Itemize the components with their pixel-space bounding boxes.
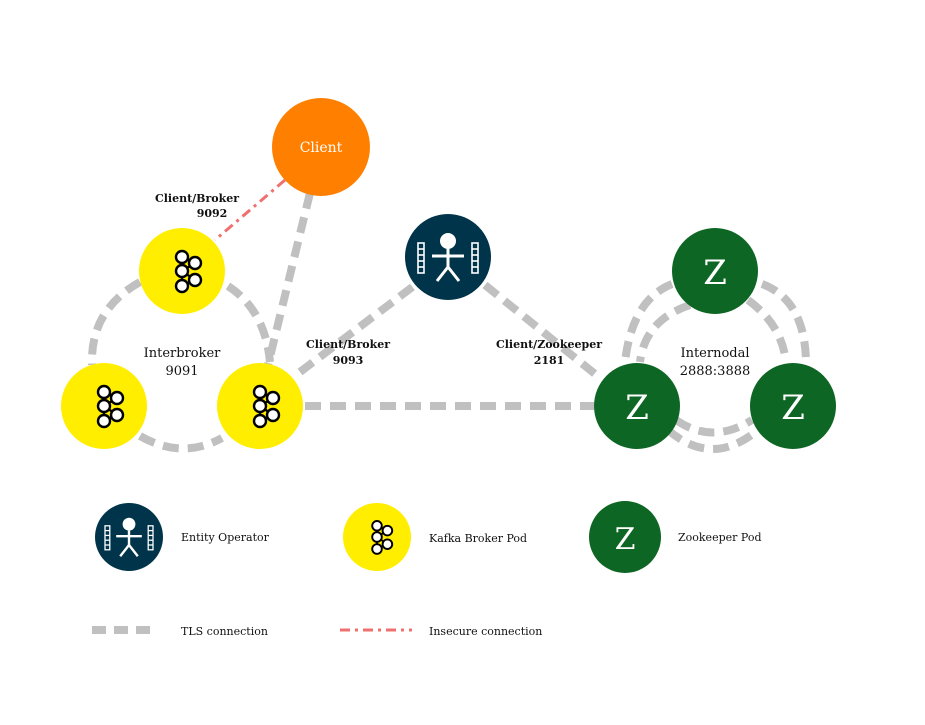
tls-edge-zk-top-left (621, 280, 674, 363)
svg-text:Client/Broker: Client/Broker (306, 338, 390, 351)
kafka-broker-left (61, 363, 147, 449)
zookeeper-icon: Z (703, 253, 727, 293)
legend-kafka-broker-pod: Kafka Broker Pod (343, 503, 527, 571)
kafka-broker-top (139, 228, 225, 314)
zookeeper-right: Z (750, 363, 836, 449)
insecure-edge-client-broker (214, 178, 286, 242)
tls-edge-client-broker (264, 192, 314, 366)
svg-text:Interbroker: Interbroker (144, 346, 222, 361)
client-node: Client (272, 98, 370, 196)
svg-text:TLS connection: TLS connection (181, 625, 268, 638)
tls-edge-interbroker-bottom (138, 432, 224, 453)
svg-text:Client/Zookeeper: Client/Zookeeper (496, 338, 602, 351)
svg-text:2181: 2181 (534, 354, 565, 367)
legend-tls-connection: TLS connection (92, 625, 268, 638)
legend: Entity Operator Kafka Broker Pod Z Zooke… (92, 501, 762, 638)
client-label: Client (300, 140, 343, 156)
legend-insecure-connection: Insecure connection (340, 625, 542, 638)
legend-entity-operator: Entity Operator (95, 503, 270, 571)
legend-zookeeper-pod: Z Zookeeper Pod (589, 501, 762, 573)
label-internodal: Internodal 2888:3888 (680, 346, 751, 379)
svg-text:Insecure connection: Insecure connection (429, 625, 542, 638)
svg-text:9092: 9092 (197, 207, 228, 220)
svg-text:9093: 9093 (333, 354, 364, 367)
tls-edge-zk-top-right (760, 280, 810, 363)
tls-edge-zk-top-right-inner (745, 296, 790, 363)
label-client-broker-9092: Client/Broker 9092 (155, 192, 239, 220)
svg-text:Client/Broker: Client/Broker (155, 192, 239, 205)
label-interbroker: Interbroker 9091 (144, 346, 222, 379)
label-client-zookeeper: Client/Zookeeper 2181 (496, 338, 602, 367)
svg-text:Kafka Broker Pod: Kafka Broker Pod (429, 532, 527, 545)
zookeeper-icon: Z (781, 388, 805, 428)
entity-operator-node (405, 214, 491, 300)
svg-text:Internodal: Internodal (680, 346, 749, 361)
zookeeper-icon: Z (615, 522, 636, 557)
svg-text:Entity Operator: Entity Operator (181, 531, 270, 544)
zookeeper-left: Z (594, 363, 680, 449)
tls-edge-zk-top-left-inner (636, 301, 692, 363)
zookeeper-icon: Z (625, 388, 649, 428)
label-client-broker-9093: Client/Broker 9093 (306, 338, 390, 367)
svg-text:2888:3888: 2888:3888 (680, 364, 751, 379)
tls-edge-interbroker-right (225, 282, 274, 363)
tls-edge-interbroker-left (87, 278, 142, 366)
connections (87, 178, 810, 453)
tls-edge-zk-bottom-inner (673, 416, 755, 437)
tls-edge-zk-bottom (665, 426, 761, 453)
svg-text:9091: 9091 (165, 364, 198, 379)
svg-text:Zookeeper Pod: Zookeeper Pod (678, 531, 762, 544)
kafka-broker-right (217, 363, 303, 449)
zookeeper-top: Z (672, 228, 758, 314)
